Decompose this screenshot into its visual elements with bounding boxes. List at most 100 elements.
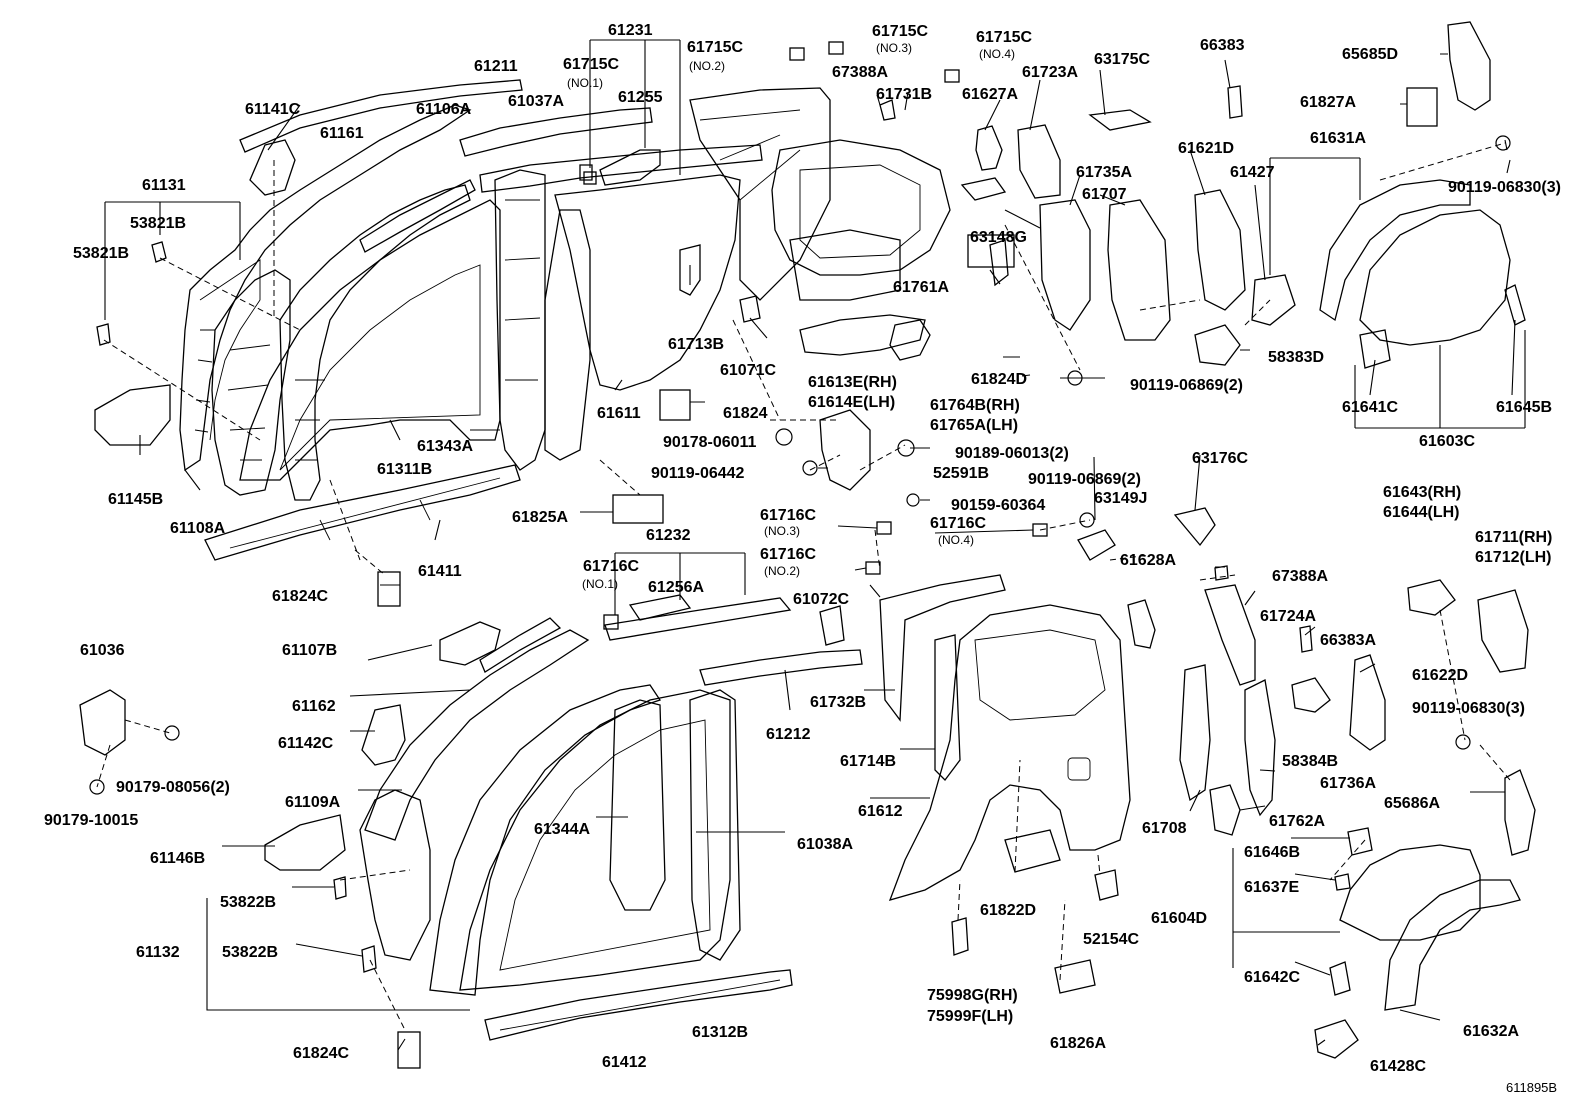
label-61344a: 61344A xyxy=(534,821,590,838)
filler-66383a xyxy=(1299,625,1313,653)
label-63148g: 63148G xyxy=(970,229,1027,246)
bracket-61645b xyxy=(1504,284,1526,326)
mudguard-75998g xyxy=(951,917,969,956)
extension-61427 xyxy=(1251,274,1296,326)
label-61614e: 61614E(LH) xyxy=(808,394,895,411)
label-61715c-no3-note: (NO.3) xyxy=(876,41,912,55)
label-61622d: 61622D xyxy=(1412,667,1468,684)
pad-61822d xyxy=(1004,829,1061,873)
label-61427: 61427 xyxy=(1230,164,1275,181)
label-61256a: 61256A xyxy=(648,579,704,596)
label-61822d: 61822D xyxy=(980,902,1036,919)
label-61627a: 61627A xyxy=(962,86,1018,103)
label-61255: 61255 xyxy=(618,89,663,106)
clip-67388a-top xyxy=(879,99,896,121)
label-61708: 61708 xyxy=(1142,820,1187,837)
label-61716c-no2: 61716C xyxy=(760,546,816,563)
label-61731b: 61731B xyxy=(876,86,932,103)
clip-61715c-no1 xyxy=(583,171,597,185)
label-61824c-b: 61824C xyxy=(293,1045,349,1062)
bracket-61071c xyxy=(739,295,761,323)
label-58384b: 58384B xyxy=(1282,753,1338,770)
label-61613e: 61613E(RH) xyxy=(808,374,897,391)
bracket-63175c xyxy=(1088,109,1152,131)
bracket-61428c xyxy=(1314,1019,1359,1059)
pillar-61735a xyxy=(1039,199,1091,331)
label-61036: 61036 xyxy=(80,642,125,659)
bracket-61627a xyxy=(975,125,1003,171)
quarter-window-frame-upper xyxy=(771,139,951,301)
roof-rail-lower xyxy=(479,617,562,673)
label-61411: 61411 xyxy=(418,563,462,580)
rocker-61412 xyxy=(484,969,793,1041)
rocker-61411 xyxy=(204,464,521,561)
label-90179-10015: 90179-10015 xyxy=(44,812,138,829)
filler-66383 xyxy=(1227,85,1243,119)
label-61412: 61412 xyxy=(602,1054,647,1071)
bracket-61256a xyxy=(628,594,692,621)
pad-61824 xyxy=(659,389,691,421)
floor-extension-upper xyxy=(799,314,926,356)
bracket-52591b xyxy=(819,409,871,491)
part-shapes xyxy=(79,21,1536,1069)
label-90178-06011: 90178-06011 xyxy=(663,434,757,451)
label-61715c-no1-note: (NO.1) xyxy=(567,76,603,90)
bracket-58383d xyxy=(1194,324,1241,366)
quarter-window-opening xyxy=(974,629,1106,721)
label-61724a: 61724A xyxy=(1260,608,1316,625)
label-61641c: 61641C xyxy=(1342,399,1398,416)
label-61735a: 61735A xyxy=(1076,164,1132,181)
bolt-90119-06830-top xyxy=(1495,135,1511,151)
label-61716c-no4: 61716C xyxy=(930,515,986,532)
bracket-65686a xyxy=(1504,769,1536,856)
label-52154c: 52154C xyxy=(1083,931,1139,948)
label-61161: 61161 xyxy=(320,125,364,142)
label-61715c-no2-note: (NO.2) xyxy=(689,59,725,73)
label-63176c: 63176C xyxy=(1192,450,1248,467)
label-61711: 61711(RH) xyxy=(1475,529,1552,546)
bolt-90119-06442 xyxy=(802,460,818,476)
roof-rail-upper xyxy=(239,79,523,253)
label-61632a: 61632A xyxy=(1463,1023,1519,1040)
label-61231: 61231 xyxy=(608,22,653,39)
rocker-61411-detail xyxy=(229,477,501,549)
label-61612: 61612 xyxy=(858,803,903,820)
pad-61824c-a xyxy=(377,571,401,607)
label-61637e: 61637E xyxy=(1244,879,1299,896)
center-pillar-upper xyxy=(494,169,546,471)
bracket-61036 xyxy=(79,689,126,756)
front-pillar-lower-lower xyxy=(359,789,431,961)
label-61037a: 61037A xyxy=(508,93,564,110)
bracket-61142c xyxy=(361,704,406,766)
window-frame-61732b xyxy=(879,574,1006,722)
label-61211: 61211 xyxy=(474,58,518,75)
pad-61826a xyxy=(1054,959,1096,994)
pillar-61708 xyxy=(1179,664,1211,802)
label-61646b: 61646B xyxy=(1244,844,1300,861)
bracket-61711 xyxy=(1477,589,1529,673)
diagram-id: 611895B xyxy=(1506,1080,1557,1095)
label-61645b: 61645B xyxy=(1496,399,1552,416)
front-pillar-inner-lower xyxy=(364,629,590,841)
bracket-63149j xyxy=(1077,529,1116,561)
label-61716c-no3-note: (NO.3) xyxy=(764,524,800,538)
pad-61825a xyxy=(612,494,664,524)
rail-61232 xyxy=(604,597,792,641)
pillar-61714b xyxy=(934,634,961,781)
clip-61715c-no4 xyxy=(944,69,960,83)
label-63175c: 63175C xyxy=(1094,51,1150,68)
center-pillar-reinforcement-lower xyxy=(689,689,741,961)
label-61628a: 61628A xyxy=(1120,552,1176,569)
label-61715c-no1: 61715C xyxy=(563,56,619,73)
bracket-63148g xyxy=(960,177,1007,201)
label-61145b: 61145B xyxy=(108,491,163,508)
bracket-61145b xyxy=(94,384,171,446)
clip-53822b-a xyxy=(333,876,347,900)
label-61106a: 61106A xyxy=(416,101,472,118)
bolt-90119-06830-mid xyxy=(1455,734,1471,750)
clip-61716c-no1 xyxy=(603,614,619,630)
label-61642c: 61642C xyxy=(1244,969,1300,986)
label-61826a: 61826A xyxy=(1050,1035,1106,1052)
center-pillar-lower xyxy=(609,699,666,911)
label-90179-08056: 90179-08056(2) xyxy=(116,779,230,796)
